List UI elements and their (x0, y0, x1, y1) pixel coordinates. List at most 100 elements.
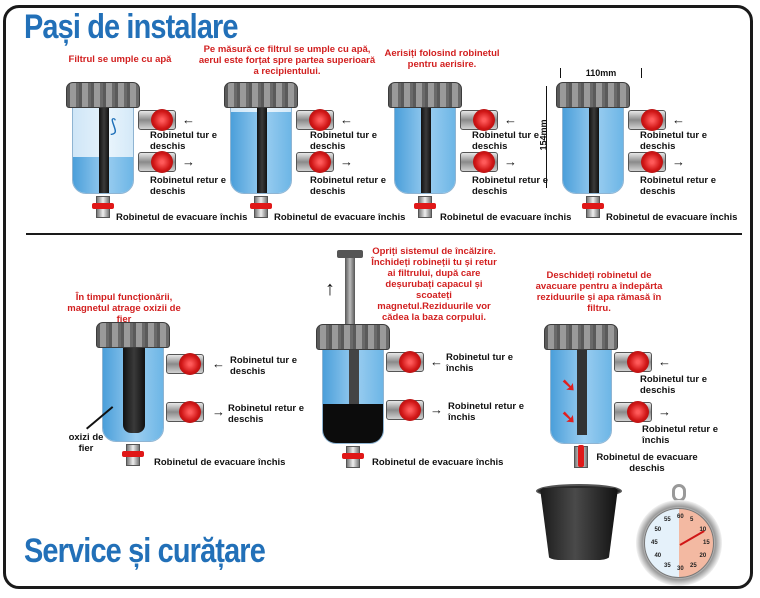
sediment (323, 403, 383, 443)
step1-filter: ⟆ (66, 82, 140, 222)
step4-filter (556, 82, 630, 222)
flow-valve-icon (614, 351, 652, 373)
valve-bottom-label: Robinetul retur e închis (448, 401, 525, 423)
filter-cap (224, 82, 298, 108)
arrow-up-icon: ↑ (325, 278, 335, 300)
iron-oxides-callout: oxizi de fier (68, 432, 104, 454)
return-valve-icon (386, 399, 424, 421)
width-dimension-value: 110mm (585, 68, 617, 78)
valve-top-label: Robinetul tur e închis (446, 352, 514, 374)
stopwatch-tick: 25 (690, 562, 697, 569)
valve-top-label: Robinetul tur e deschis (472, 130, 540, 152)
return-valve-icon (628, 151, 666, 173)
valve-top-label: Robinetul tur e deschis (640, 374, 708, 396)
stopwatch-tick: 30 (677, 566, 684, 572)
valve-bottom-label: Robinetul retur e deschis (310, 175, 387, 197)
filter-body (562, 102, 624, 194)
drain-label: Robinetul de evacuare deschis (596, 452, 698, 474)
magnet-sleeve (349, 345, 359, 404)
magnet-rod (421, 103, 431, 193)
stopwatch-tick: 15 (703, 540, 710, 546)
service1-caption: În timpul funcționării, magnetul atrage … (67, 292, 181, 325)
arrow-in-icon: ← (212, 356, 225, 371)
drain-label: Robinetul de evacuare închis (440, 212, 572, 223)
arrow-in-icon: ← (430, 354, 443, 369)
arrow-out-icon: → (340, 154, 353, 169)
magnet-rod (589, 103, 599, 193)
return-valve-icon (614, 401, 652, 423)
drain-valve (414, 196, 436, 218)
filter-cap (556, 82, 630, 108)
flow-valve-icon (138, 109, 176, 131)
height-dimension-line (546, 86, 547, 188)
stopwatch-tick: 20 (699, 553, 707, 559)
filter-body (230, 102, 292, 194)
stopwatch-tick: 60 (677, 514, 684, 520)
drain-label: Robinetul de evacuare închis (116, 212, 248, 223)
magnet-handle (337, 250, 363, 258)
drain-label: Robinetul de evacuare închis (274, 212, 406, 223)
drain-valve (250, 196, 272, 218)
magnet-with-oxides (123, 343, 145, 434)
stopwatch-tick: 5 (690, 517, 694, 524)
filter-body (72, 102, 134, 194)
filter-body (322, 344, 384, 444)
arrow-in-icon: ← (672, 112, 685, 127)
arrow-out-icon: → (182, 154, 195, 169)
installation-title: Pași de instalare (24, 8, 239, 46)
arrow-out-icon: → (504, 154, 517, 169)
flow-arrow-icon: ➘ (561, 407, 577, 427)
magnet-rod (257, 103, 267, 193)
filter-cap (316, 324, 390, 350)
service-title: Service și curățare (24, 532, 266, 570)
valve-bottom-label: Robinetul retur e deschis (150, 175, 227, 197)
stopwatch-tick: 50 (654, 527, 662, 533)
flow-valve-icon (386, 351, 424, 373)
magnet-rod (99, 103, 109, 193)
step3-caption: Aerisiți folosind robinetul pentru aeris… (384, 48, 500, 70)
bucket-icon (540, 488, 618, 560)
valve-top-label: Robinetul tur e deschis (640, 130, 708, 152)
stopwatch-tick: 10 (699, 527, 707, 533)
valve-top-label: Robinetul tur e deschis (150, 130, 218, 152)
valve-top-label: Robinetul tur e deschis (230, 355, 298, 377)
flow-valve-icon (460, 109, 498, 131)
stopwatch-tick: 40 (654, 553, 662, 559)
filter-cap (96, 322, 170, 348)
arrow-out-icon: → (672, 154, 685, 169)
step2-caption: Pe măsură ce filtrul se umple cu apă, ae… (198, 44, 376, 77)
arrow-in-icon: ← (504, 112, 517, 127)
filter-cap (66, 82, 140, 108)
flow-valve-icon (628, 109, 666, 131)
section-divider (26, 233, 742, 235)
magnet-lifted (345, 254, 355, 330)
filter-cap (388, 82, 462, 108)
stopwatch-tick: 45 (651, 540, 658, 546)
flow-valve-icon (166, 353, 204, 375)
service3-filter: ➘ ➘ (544, 324, 618, 474)
arrow-in-icon: ← (340, 112, 353, 127)
arrow-in-icon: ← (658, 354, 671, 369)
arrow-out-icon: → (430, 402, 443, 417)
step1-caption: Filtrul se umple cu apă (68, 54, 172, 65)
arrow-in-icon: ← (182, 112, 195, 127)
service3-caption: Deschideți robinetul de avacuare pentru … (535, 270, 663, 314)
return-valve-icon (166, 401, 204, 423)
drain-valve (122, 444, 144, 466)
drain-valve (574, 445, 588, 468)
arrow-out-icon: → (212, 404, 225, 419)
filter-body (394, 102, 456, 194)
air-flow-icon: ⟆ (110, 116, 118, 136)
drain-valve (582, 196, 604, 218)
step3-filter (388, 82, 462, 222)
drain-label: Robinetul de evacuare închis (372, 457, 504, 468)
service2-filter (316, 324, 390, 474)
filter-body: ➘ ➘ (550, 344, 612, 444)
return-valve-icon (138, 151, 176, 173)
magnet-sleeve (577, 345, 587, 436)
service1-filter (96, 322, 170, 472)
drain-label: Robinetul de evacuare închis (606, 212, 738, 223)
width-dimension: 110mm (560, 68, 642, 78)
